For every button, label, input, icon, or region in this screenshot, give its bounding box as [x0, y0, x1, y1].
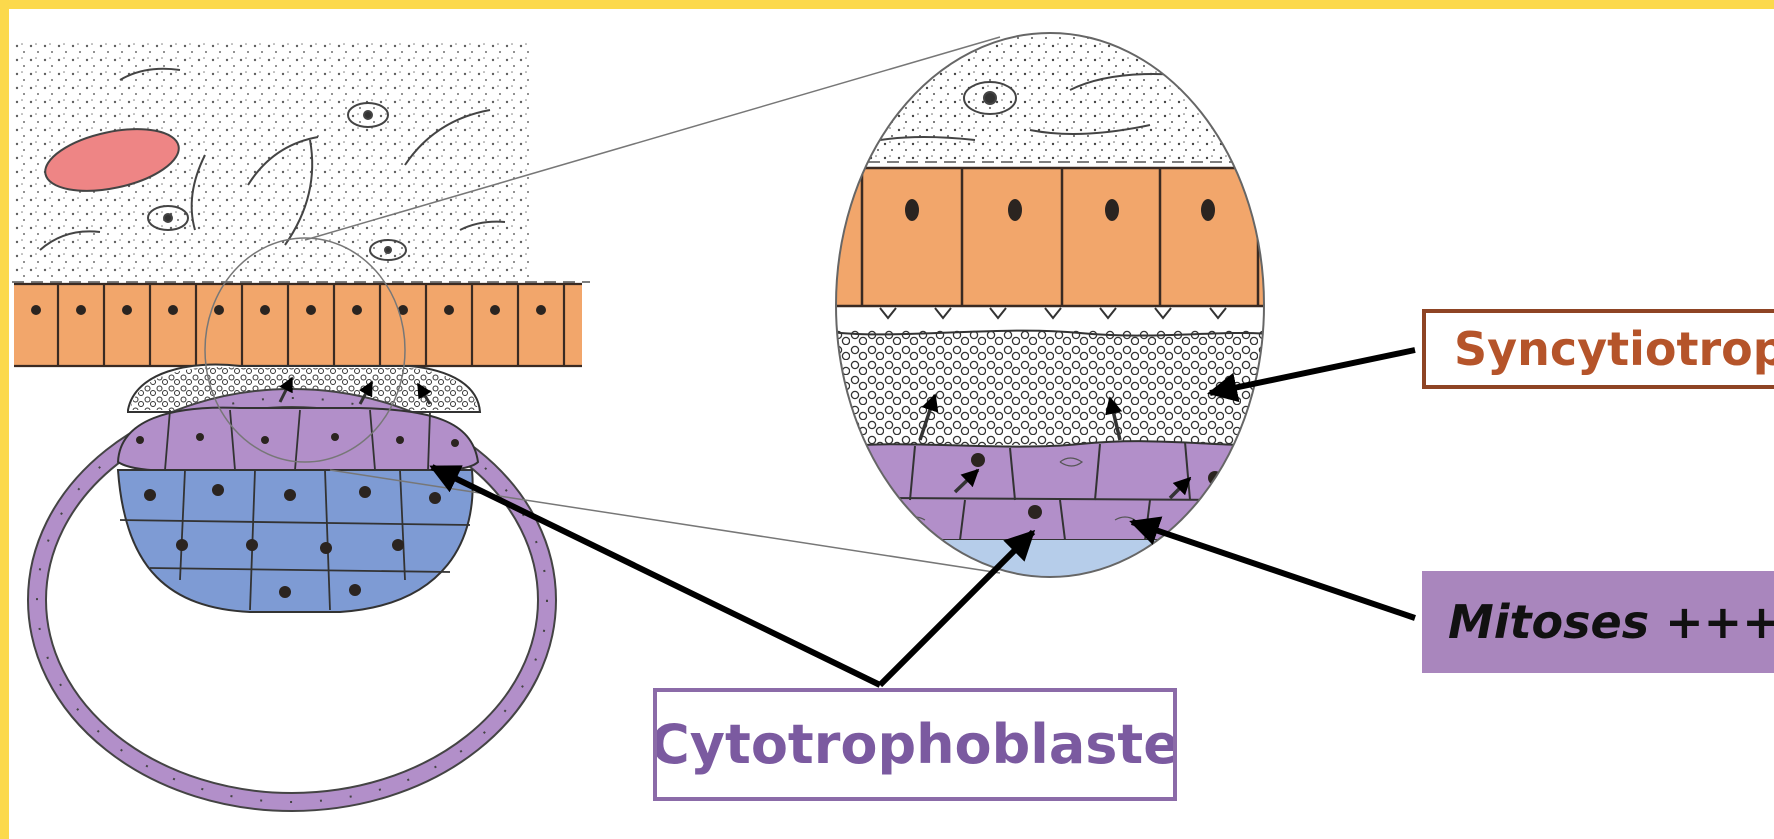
- arrow-cyto-left: [432, 467, 880, 685]
- arrow-cyto-right: [880, 532, 1033, 685]
- embryoblast: [118, 470, 473, 612]
- syncytiotrophoblaste-label: Syncytiotrophoblaste: [1422, 309, 1774, 389]
- left-overview: [12, 40, 590, 802]
- magnified-stroma: [830, 30, 1270, 160]
- cytotrophoblast-magnified: [830, 441, 1270, 540]
- blastocyst: [37, 365, 547, 802]
- syncytiotrophoblast-magnified: [830, 330, 1270, 445]
- uterine-epithelium-left: [14, 284, 582, 366]
- uterine-epithelium-magnified: [830, 168, 1270, 318]
- arrow-mitoses: [1132, 522, 1415, 618]
- cytotrophoblaste-label: Cytotrophoblaste: [653, 688, 1177, 801]
- mitoses-label: Mitoses +++: [1422, 571, 1774, 673]
- magnified-view: [830, 30, 1270, 580]
